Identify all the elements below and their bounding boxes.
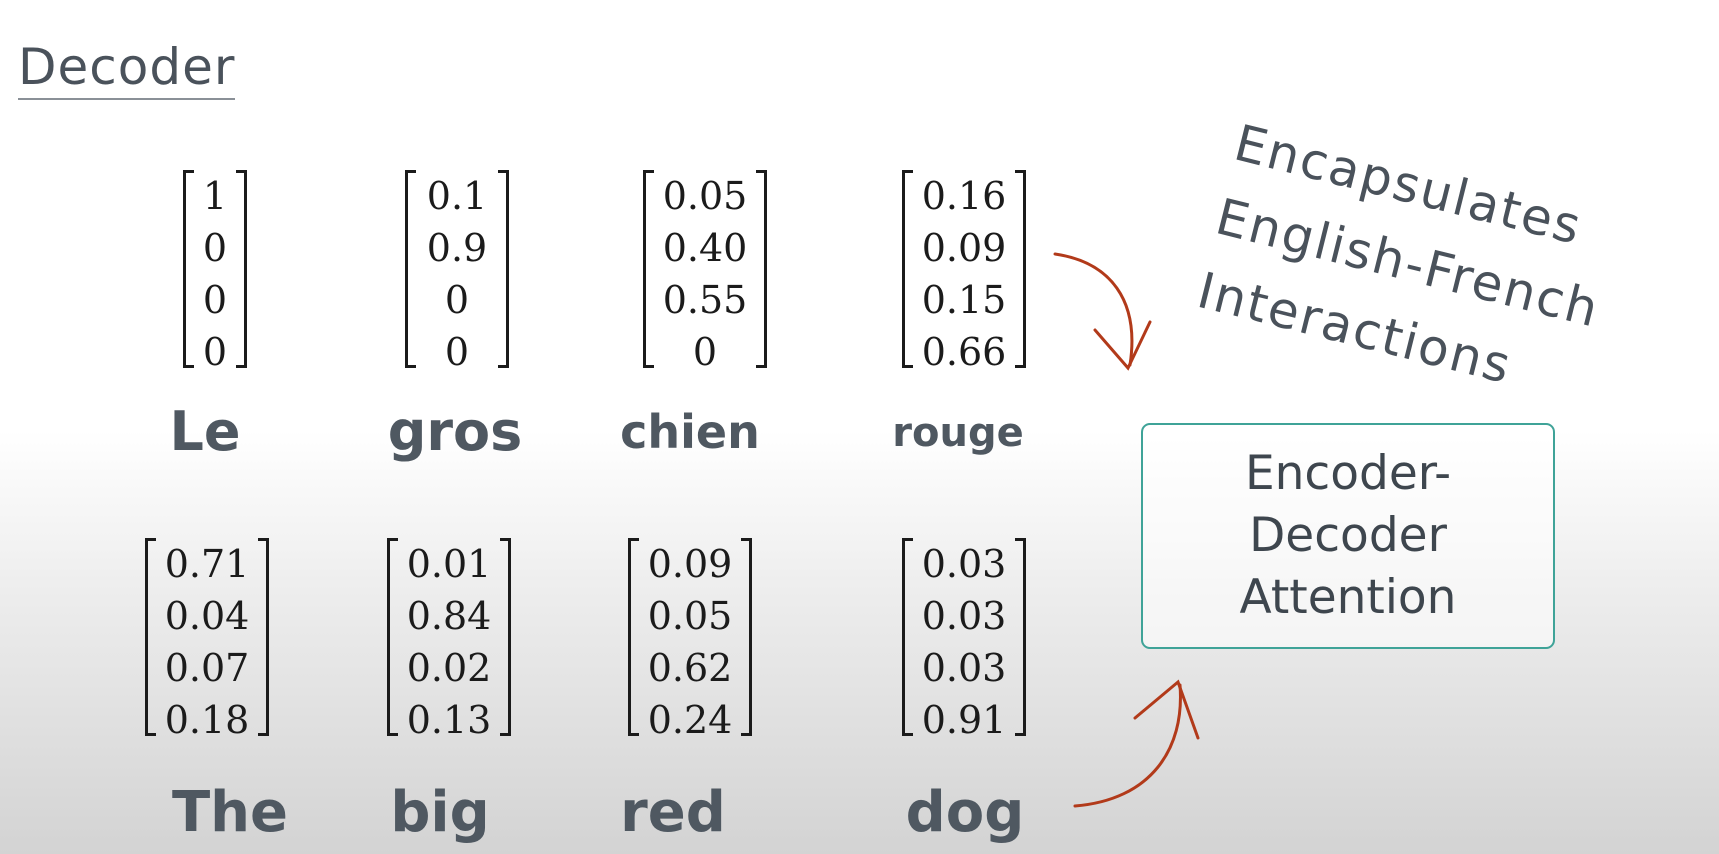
vector-value: 0	[202, 278, 228, 322]
vector-value: 1	[202, 174, 228, 218]
word-chien: chien	[620, 405, 760, 459]
curved-arrow-shaft	[1073, 683, 1182, 808]
word-red: red	[620, 780, 726, 845]
vector-value: 0.05	[647, 594, 733, 638]
vector-red: 0.09 0.05 0.62 0.24	[628, 538, 752, 742]
word-gros: gros	[387, 400, 523, 463]
vector-value: 0	[444, 330, 470, 374]
word-rouge: rouge	[892, 410, 1024, 456]
word-dog: dog	[905, 780, 1025, 845]
arrow-head	[1133, 679, 1200, 740]
vector-value: 0.1	[426, 174, 488, 218]
vector-value: 0.05	[662, 174, 748, 218]
vector-value: 0.03	[921, 594, 1007, 638]
vector-value: 0	[202, 330, 228, 374]
vector-value: 0	[444, 278, 470, 322]
vector-value: 0	[692, 330, 718, 374]
vector-value: 0.66	[921, 330, 1007, 374]
vector-le: 1 0 0 0	[183, 170, 247, 374]
vector-value: 0.62	[647, 646, 733, 690]
vector-value: 0.02	[406, 646, 492, 690]
vector-value: 0.9	[426, 226, 488, 270]
vector-value: 0.40	[662, 226, 748, 270]
curved-arrow-shaft	[1053, 252, 1134, 367]
vector-value: 0.71	[164, 542, 250, 586]
vector-value: 0.03	[921, 542, 1007, 586]
vector-value: 0.13	[406, 698, 492, 742]
vector-value: 0.84	[406, 594, 492, 638]
vector-chien: 0.05 0.40 0.55 0	[643, 170, 767, 374]
arrow-from-dog-to-attention	[1073, 679, 1200, 808]
vector-value: 0.07	[164, 646, 250, 690]
vector-big: 0.01 0.84 0.02 0.13	[387, 538, 511, 742]
arrow-head	[1093, 320, 1152, 371]
vector-value: 0.09	[921, 226, 1007, 270]
vector-the: 0.71 0.04 0.07 0.18	[145, 538, 269, 742]
vector-gros: 0.1 0.9 0 0	[405, 170, 509, 374]
encoder-decoder-attention-box: Encoder- Decoder Attention	[1141, 423, 1555, 649]
vector-value: 0.09	[647, 542, 733, 586]
vector-rouge: 0.16 0.09 0.15 0.66	[902, 170, 1026, 374]
page-title: Decoder	[18, 38, 236, 100]
word-le: Le	[169, 400, 241, 463]
vector-value: 0	[202, 226, 228, 270]
word-the: The	[171, 780, 289, 845]
word-big: big	[390, 780, 490, 845]
vector-value: 0.04	[164, 594, 250, 638]
vector-value: 0.15	[921, 278, 1007, 322]
vector-dog: 0.03 0.03 0.03 0.91	[902, 538, 1026, 742]
vector-value: 0.55	[662, 278, 748, 322]
vector-value: 0.24	[647, 698, 733, 742]
arrow-to-attention-from-rouge	[1053, 252, 1152, 371]
vector-value: 0.16	[921, 174, 1007, 218]
vector-value: 0.03	[921, 646, 1007, 690]
vector-value: 0.01	[406, 542, 492, 586]
vector-value: 0.18	[164, 698, 250, 742]
vector-value: 0.91	[921, 698, 1007, 742]
attention-box-label: Encoder- Decoder Attention	[1239, 446, 1457, 625]
